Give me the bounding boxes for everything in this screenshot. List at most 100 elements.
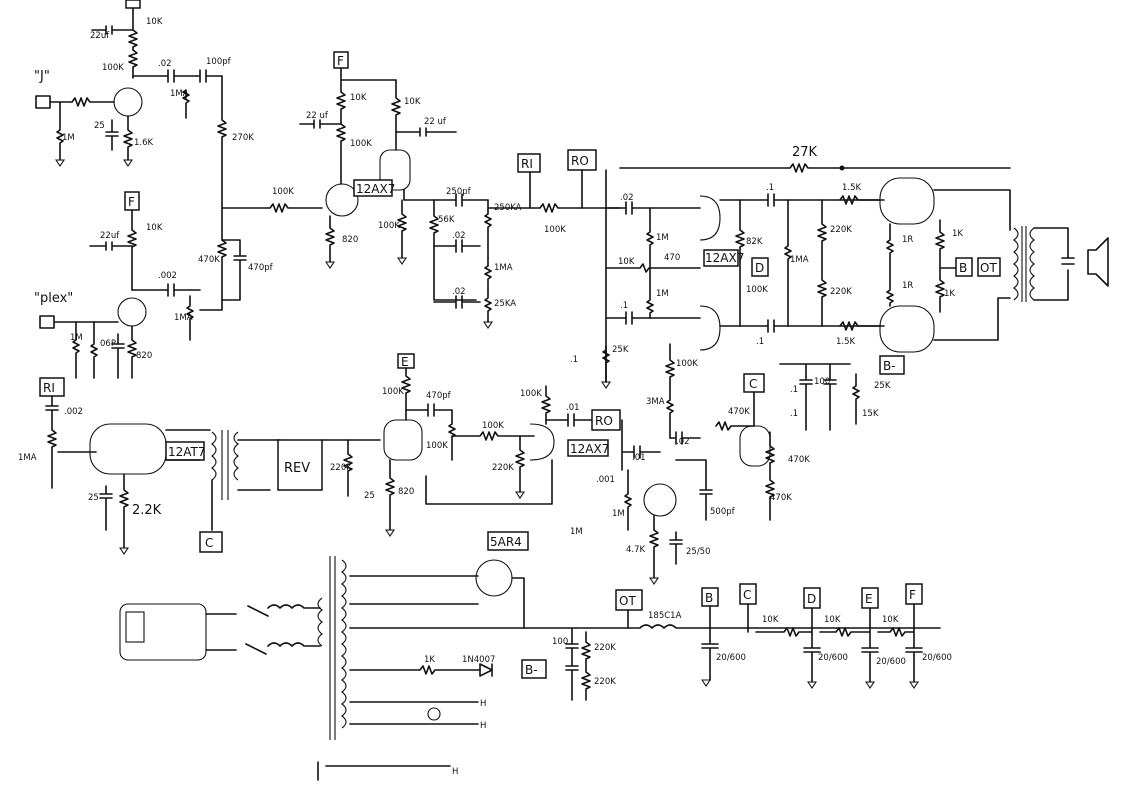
connector-b-pa: [955, 257, 973, 277]
mixer-resistor-270k: [217, 75, 227, 209]
cap-22uf-s2b: [395, 127, 457, 137]
label-220k-b: 220K: [830, 287, 852, 297]
mixer-resistor-470k: [199, 207, 227, 311]
treble-pot: [484, 199, 492, 259]
label-06p: 06P: [100, 339, 116, 349]
plate-resistor-b: [127, 209, 137, 291]
label-10k-pi: 10K: [618, 257, 635, 267]
label-20-600-e: 20/600: [876, 657, 906, 667]
input-stage-plex: F 10K 22uf .002 "plex" 1M 06P 820 1MA 47…: [34, 191, 274, 379]
cap-470pf-rev: [405, 403, 453, 417]
label-470-pi: 470: [664, 253, 680, 263]
label-1-pi-out-a: .1: [766, 183, 774, 193]
tube-label-rect: 5AR4: [490, 535, 522, 549]
label-820-s2: 820: [342, 235, 358, 245]
plate-leads: [933, 189, 1011, 341]
rect-output: [511, 577, 525, 629]
label-56k: 56K: [438, 215, 455, 225]
label-100k-s2: 100K: [350, 139, 372, 149]
bias-network: [779, 363, 851, 431]
pi-plate-82k: [735, 199, 745, 327]
cap-500pf: [675, 459, 713, 521]
label-27k: 27K: [792, 145, 818, 160]
label-4-7k: 4.7K: [626, 545, 646, 555]
cap-22uf-a: [91, 25, 134, 35]
ground-symbols: [54, 159, 920, 689]
label-10k-b: 10K: [146, 223, 163, 233]
label-100k-rev-b: 100K: [520, 389, 542, 399]
label-02-tone: .02: [452, 231, 466, 241]
filter-cap-f: [905, 603, 923, 683]
label-1k-ps: 1K: [424, 655, 435, 665]
bias-resistors-ps: [581, 631, 591, 701]
triode-rev-driver: [89, 423, 167, 475]
label-1-pi-gnd: .1: [570, 355, 578, 365]
cap-250pf: [433, 193, 489, 207]
cap-22uf-s2: [299, 119, 342, 129]
reverb-level-pot: [448, 409, 456, 461]
label-d-ps: D: [807, 592, 816, 606]
label-100k-level: 100K: [426, 441, 448, 451]
label-22uf-a: 22uf: [90, 31, 110, 41]
label-100k-a: 100K: [102, 63, 124, 73]
tank-leads: [237, 439, 281, 491]
label-100-bias: 100: [814, 377, 830, 387]
resistor-470k-split: [715, 421, 755, 431]
grid-leak-1m-b: [72, 321, 80, 379]
power-secondary: [341, 559, 347, 729]
label-f-top: F: [337, 54, 344, 68]
driver-section: 25K .1 100K 3MA .02 .01 .001 1M 1M 4.7K …: [570, 343, 905, 579]
cap-22uf-b: [89, 241, 133, 251]
tube-label-box-pi: [703, 249, 739, 267]
output-transformer: [1013, 226, 1035, 302]
label-10k-s2: 10K: [350, 93, 367, 103]
label-470pf-mix: 470pf: [248, 263, 274, 273]
reverb-tank-label: REV: [284, 461, 310, 476]
label-1-5k-b: 1.5K: [836, 337, 856, 347]
label-20-600-d: 20/600: [818, 653, 848, 663]
plate-chain-b: [391, 79, 401, 151]
label-10k-ps-a: 10K: [762, 615, 779, 625]
tube-label-box-rect: [487, 531, 529, 551]
volume-pot-b: [186, 295, 194, 341]
label-c-split: C: [749, 377, 757, 391]
label-c-rev: C: [205, 536, 213, 550]
resistor-220k-rev: [343, 439, 353, 497]
label-001-split: .001: [596, 475, 615, 485]
label-100k-mix: 100K: [272, 187, 294, 197]
presence-pot: [784, 199, 792, 327]
input-jack-jazz: [35, 95, 51, 109]
rectifier-tube: [475, 559, 513, 597]
connector-c-rev: [199, 531, 223, 553]
pi-out-a: [719, 193, 885, 207]
coupling-cap-02: [132, 69, 197, 83]
label-1-bias-b: .1: [790, 409, 798, 419]
label-820-rev: 820: [398, 487, 414, 497]
label-ri-rev: RI: [43, 381, 55, 395]
grid-stopper: [49, 97, 115, 107]
label-220k-mixback: 220K: [492, 463, 514, 473]
junction-fb: [839, 165, 845, 171]
label-22uf-s2b: 22 uf: [424, 117, 447, 127]
triode-rev-rec: [383, 419, 423, 461]
input-jack-plex: [39, 315, 119, 329]
label-25ka: 25KA: [494, 299, 516, 309]
connector-top: [125, 0, 141, 9]
reverb-transformer: [211, 430, 239, 500]
label-100k-split: 100K: [676, 359, 698, 369]
tube-label-box-rev-rec: [567, 439, 609, 457]
rev-plate-100k: [401, 367, 411, 421]
label-82k: 82K: [746, 237, 763, 247]
pot-1m-split: [624, 469, 632, 531]
label-820-b: 820: [136, 351, 152, 361]
gain-stage-2: 100K F 10K 100K 22 uf 10K 22 uf 12AX7 82…: [221, 51, 457, 263]
label-1m-a: 1M: [62, 133, 75, 143]
label-250pf: 250pf: [446, 187, 472, 197]
resistor-10k-pi: [605, 263, 701, 273]
label-10k-s2b: 10K: [404, 97, 421, 107]
label-1-bias-a: .1: [790, 385, 798, 395]
label-d-pi: D: [755, 261, 764, 275]
tube-label-pi: 12AX7: [705, 251, 744, 265]
cathode-820-s2: [325, 215, 335, 263]
splitter-chain: [665, 343, 675, 439]
